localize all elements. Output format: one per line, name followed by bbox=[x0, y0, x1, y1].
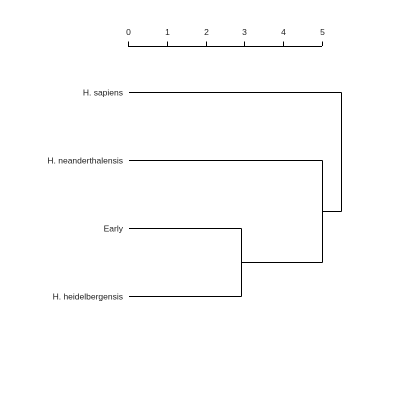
leaf-label: H. neanderthalensis bbox=[47, 156, 123, 166]
leaf-label: H. heidelbergensis bbox=[53, 292, 123, 302]
leaf-label: Early bbox=[104, 224, 124, 234]
axis-tick-label: 5 bbox=[320, 27, 325, 37]
axis-tick-label: 4 bbox=[281, 27, 286, 37]
axis-tick-label: 0 bbox=[126, 27, 131, 37]
distance-axis: 0 1 2 3 4 5 bbox=[126, 27, 325, 47]
dendrogram-branches bbox=[129, 92, 342, 297]
axis-tick-label: 1 bbox=[165, 27, 170, 37]
axis-tick-label: 2 bbox=[204, 27, 209, 37]
axis-tick-label: 3 bbox=[242, 27, 247, 37]
leaf-label: H. sapiens bbox=[83, 88, 123, 98]
